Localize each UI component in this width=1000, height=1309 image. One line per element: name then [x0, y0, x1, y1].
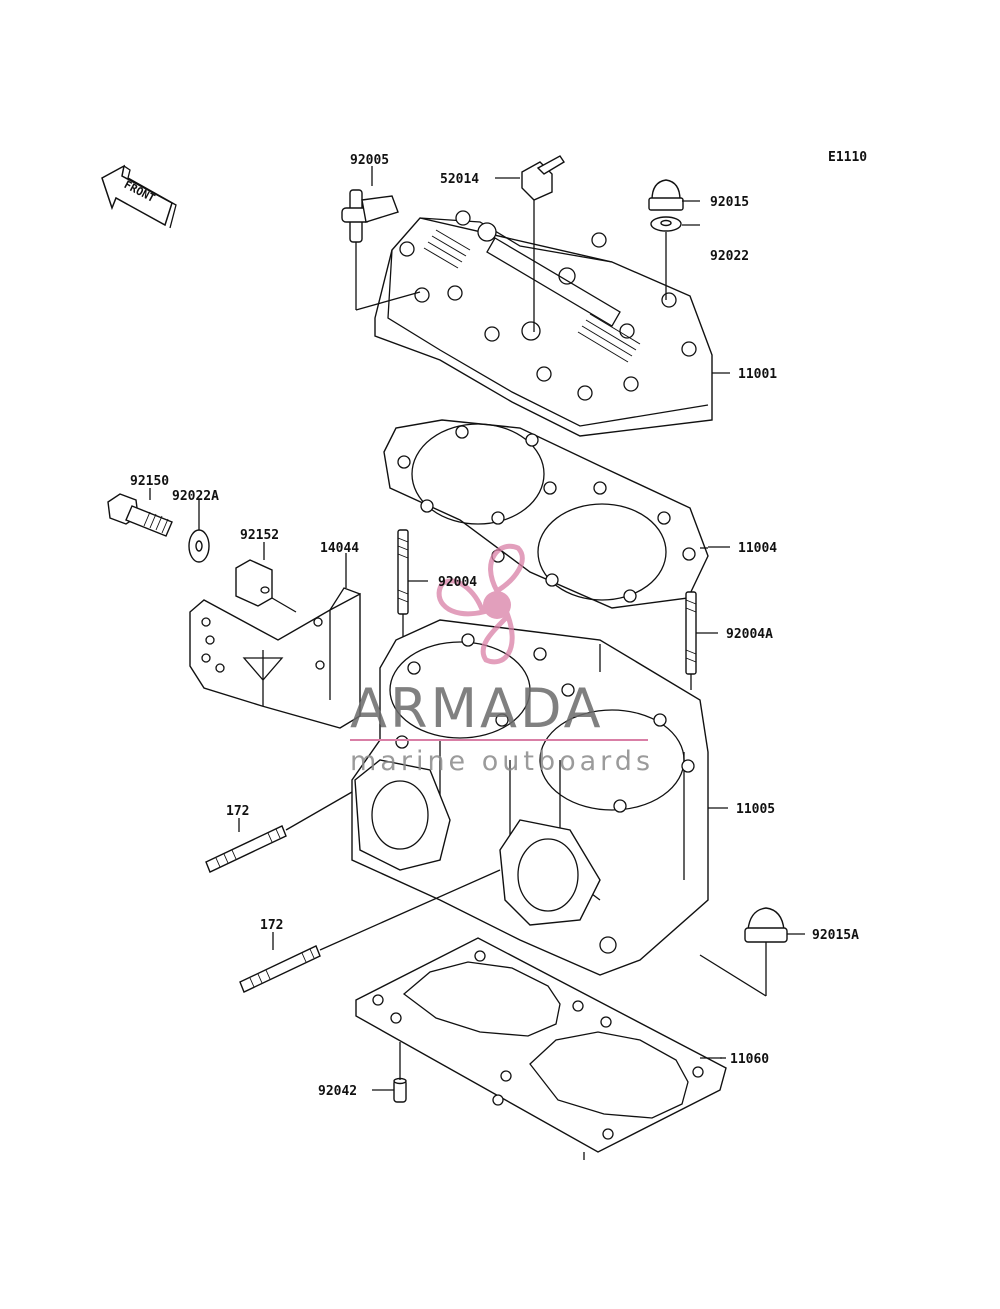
stud-172-lower-part [239, 869, 501, 993]
cylinder-block-part [351, 619, 709, 976]
head-gasket-part [383, 419, 709, 609]
washer-92022A-part [188, 529, 210, 563]
watermark: ARMADA marine outboards [350, 543, 654, 777]
part-label-52014[interactable]: 52014 [440, 172, 479, 187]
cylinder-head-part [374, 210, 713, 437]
cap-nut-92015A-part [699, 907, 788, 997]
part-label-92015[interactable]: 92015 [710, 195, 749, 210]
diagram-code: E1110 [828, 150, 867, 165]
stud-92004A-part [685, 591, 697, 690]
washer-92022-part [650, 216, 682, 300]
part-label-92042[interactable]: 92042 [318, 1084, 357, 1099]
part-label-92022A[interactable]: 92022A [172, 489, 219, 504]
watermark-tagline: marine outboards [350, 746, 654, 777]
part-label-172-upper[interactable]: 172 [226, 804, 249, 819]
part-label-14044[interactable]: 14044 [320, 541, 359, 556]
part-label-92022[interactable]: 92022 [710, 249, 749, 264]
fitting-92005-part [341, 189, 421, 311]
bolt-92150-part [107, 493, 173, 537]
watermark-brand: ARMADA [350, 677, 604, 740]
part-label-92004[interactable]: 92004 [438, 575, 477, 590]
part-labels: 92005 52014 92015 92022 11001 11004 9215… [130, 153, 859, 1099]
part-label-11004[interactable]: 11004 [738, 541, 777, 556]
fitting-52014-part [521, 155, 565, 332]
part-label-92005[interactable]: 92005 [350, 153, 389, 168]
base-gasket-part [355, 937, 727, 1160]
leader-lines [149, 166, 805, 1091]
part-label-172-lower[interactable]: 172 [260, 918, 283, 933]
stud-172-upper-part [205, 791, 353, 873]
front-arrow-icon: FRONT [101, 164, 177, 229]
cap-nut-92015-part [648, 179, 684, 211]
part-label-11060[interactable]: 11060 [730, 1052, 769, 1067]
part-label-11001[interactable]: 11001 [738, 367, 777, 382]
bracket-14044-part [189, 578, 361, 729]
propeller-logo-icon [436, 543, 525, 665]
dowel-92042-part [393, 1042, 407, 1103]
collar-92152-part [235, 559, 297, 613]
part-label-92150[interactable]: 92150 [130, 474, 169, 489]
part-label-92004A[interactable]: 92004A [726, 627, 773, 642]
stud-92004-part [397, 529, 409, 664]
part-label-92152[interactable]: 92152 [240, 528, 279, 543]
part-label-92015A[interactable]: 92015A [812, 928, 859, 943]
part-label-11005[interactable]: 11005 [736, 802, 775, 817]
